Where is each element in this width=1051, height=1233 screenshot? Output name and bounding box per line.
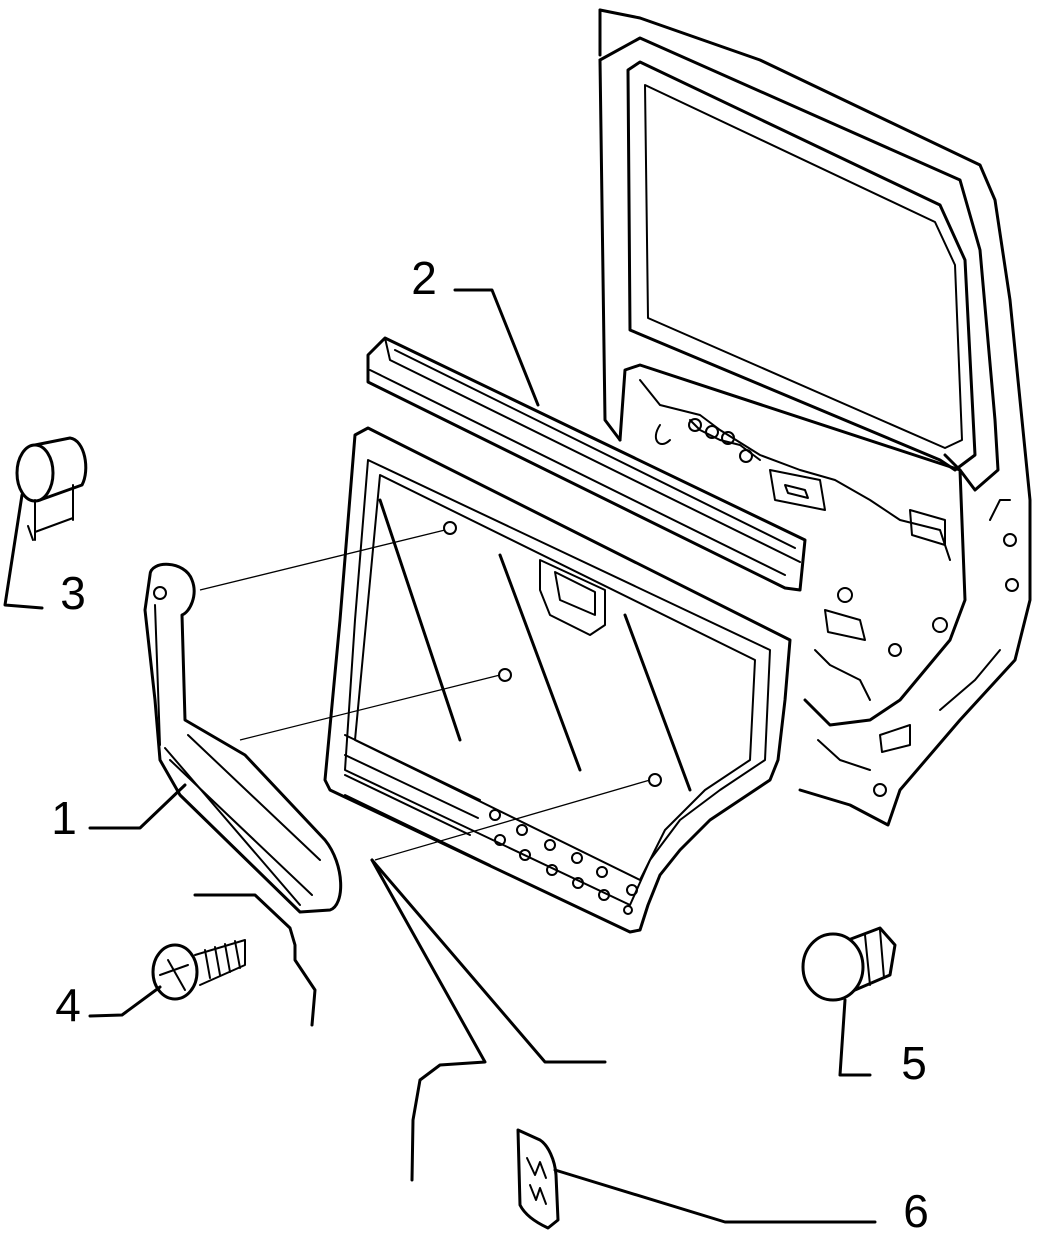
part-1-pull-handle: [143, 562, 343, 1027]
part-2-window-seal: [366, 336, 807, 592]
door-shell: [598, 8, 1032, 827]
callout-5: 5: [901, 1037, 927, 1089]
door-trim-panel: [323, 426, 792, 934]
callout-2: 2: [411, 252, 437, 304]
callout-3: 3: [60, 567, 86, 619]
callout-4: 4: [55, 979, 81, 1031]
part-3-plug: [15, 436, 88, 541]
part-6-badge: [516, 1128, 560, 1230]
leader-lines: [3, 288, 877, 1224]
callout-1: 1: [51, 792, 77, 844]
alignment-lines: [199, 529, 651, 861]
part-4-screw: [151, 939, 246, 1001]
part-5-clip: [801, 926, 897, 1002]
callout-6: 6: [903, 1185, 929, 1233]
